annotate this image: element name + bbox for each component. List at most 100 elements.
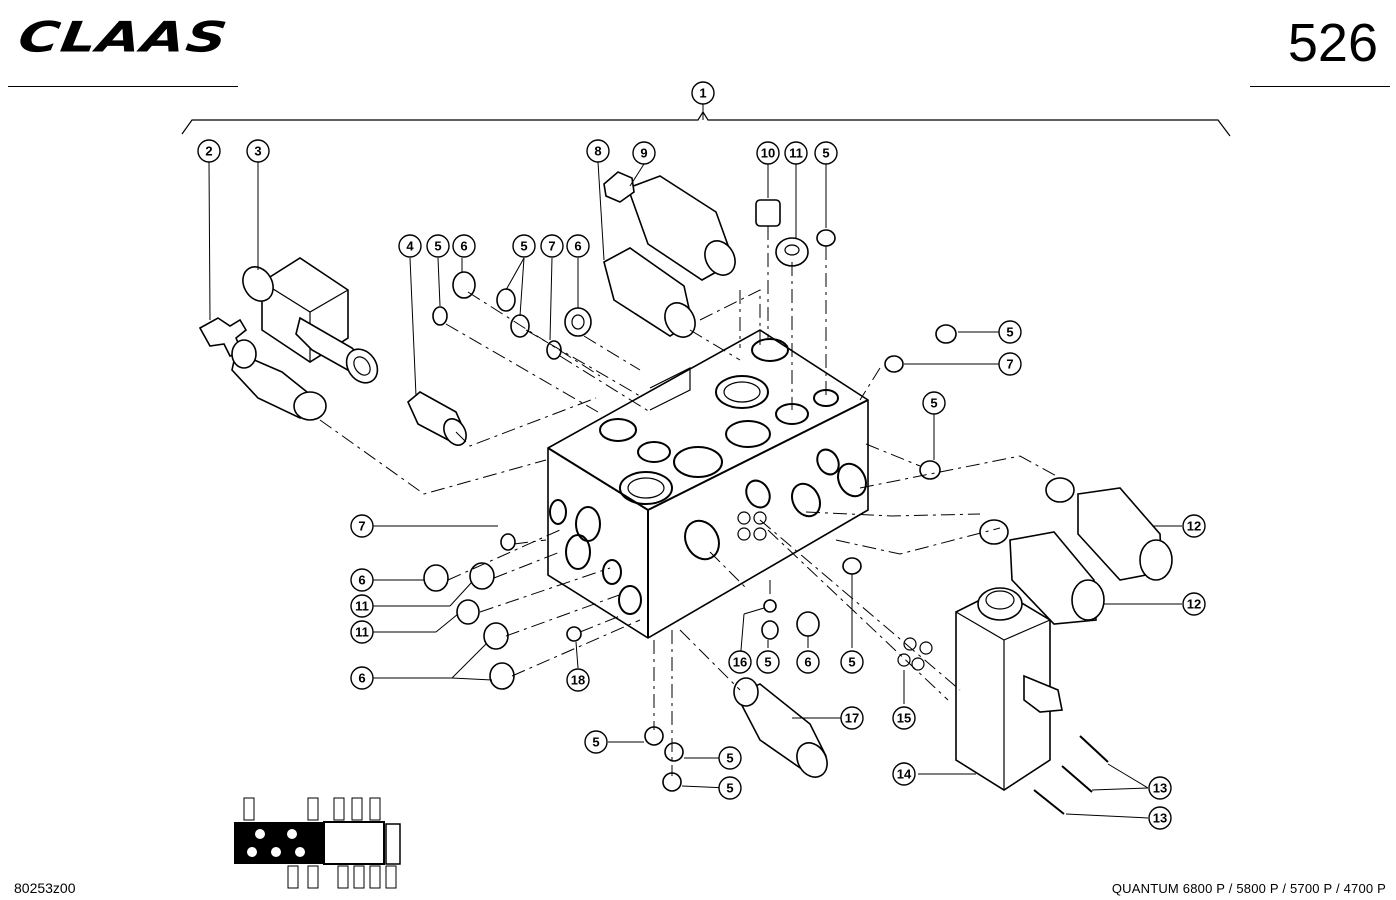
callout-14: 14 bbox=[892, 762, 916, 786]
callout-circle bbox=[197, 139, 221, 163]
pressure-valve-8-9 bbox=[603, 171, 736, 338]
seals-top bbox=[755, 199, 836, 267]
callout-5: 5 bbox=[426, 234, 450, 258]
assembly-lines bbox=[319, 226, 1061, 776]
callout-circle bbox=[922, 391, 946, 415]
callout-9: 9 bbox=[632, 141, 656, 165]
callout-5: 5 bbox=[584, 730, 608, 754]
callout-8: 8 bbox=[586, 139, 610, 163]
callout-13: 13 bbox=[1148, 806, 1172, 830]
callout-17: 17 bbox=[840, 706, 864, 730]
callout-circle bbox=[1182, 514, 1206, 538]
callout-circle bbox=[892, 706, 916, 730]
callout-label: 6 bbox=[574, 239, 581, 254]
plugs-right bbox=[842, 324, 957, 575]
callout-circle bbox=[998, 352, 1022, 376]
callout-label: 6 bbox=[358, 671, 365, 686]
callout-circle bbox=[814, 141, 838, 165]
callout-label: 4 bbox=[406, 239, 414, 254]
callout-circle bbox=[426, 234, 450, 258]
callout-circle bbox=[350, 568, 374, 592]
callout-4: 4 bbox=[398, 234, 422, 258]
callout-circle bbox=[998, 320, 1022, 344]
callout-12: 12 bbox=[1182, 514, 1206, 538]
callout-label: 1 bbox=[699, 86, 706, 101]
drawing-id: 80253z00 bbox=[14, 880, 76, 896]
callout-label: 5 bbox=[764, 655, 771, 670]
callout-6: 6 bbox=[452, 234, 476, 258]
callout-1: 1 bbox=[691, 81, 715, 105]
callout-circle bbox=[1148, 806, 1172, 830]
callout-13: 13 bbox=[1148, 776, 1172, 800]
header-rule-right bbox=[1250, 86, 1390, 87]
callout-5: 5 bbox=[512, 234, 536, 258]
callout-16: 16 bbox=[728, 650, 752, 674]
callout-label: 9 bbox=[640, 146, 647, 161]
callout-label: 10 bbox=[761, 146, 775, 161]
page-number: 526 bbox=[1287, 13, 1378, 73]
plugs-left-bottom bbox=[423, 533, 820, 792]
callout-circle bbox=[840, 650, 864, 674]
machine-location-thumbnail bbox=[234, 797, 401, 889]
callout-11: 11 bbox=[350, 594, 374, 618]
callout-circle bbox=[718, 776, 742, 800]
callout-5: 5 bbox=[814, 141, 838, 165]
callout-18: 18 bbox=[566, 668, 590, 692]
callout-5: 5 bbox=[922, 391, 946, 415]
callout-circle bbox=[632, 141, 656, 165]
callout-circle bbox=[784, 141, 808, 165]
callout-label: 12 bbox=[1187, 597, 1201, 612]
callout-label: 5 bbox=[1006, 325, 1013, 340]
callout-circle bbox=[452, 234, 476, 258]
callout-circle bbox=[350, 514, 374, 538]
callout-2: 2 bbox=[197, 139, 221, 163]
callout-circle bbox=[246, 139, 270, 163]
callout-label: 5 bbox=[848, 655, 855, 670]
callout-circle bbox=[718, 746, 742, 770]
callout-label: 7 bbox=[548, 239, 555, 254]
callout-circle bbox=[540, 234, 564, 258]
callout-circle bbox=[892, 762, 916, 786]
callout-circle bbox=[691, 81, 715, 105]
callout-circle bbox=[566, 234, 590, 258]
callout-5: 5 bbox=[718, 746, 742, 770]
callout-6: 6 bbox=[350, 568, 374, 592]
callout-label: 5 bbox=[434, 239, 441, 254]
callout-label: 2 bbox=[205, 144, 212, 159]
callout-7: 7 bbox=[350, 514, 374, 538]
callout-label: 12 bbox=[1187, 519, 1201, 534]
callout-label: 6 bbox=[358, 573, 365, 588]
callout-label: 17 bbox=[845, 711, 859, 726]
callout-label: 5 bbox=[822, 146, 829, 161]
callout-circle bbox=[1148, 776, 1172, 800]
callout-circle bbox=[350, 620, 374, 644]
callout-label: 13 bbox=[1153, 811, 1167, 826]
callout-circle bbox=[840, 706, 864, 730]
callout-label: 5 bbox=[726, 751, 733, 766]
callout-circle bbox=[756, 650, 780, 674]
callout-label: 3 bbox=[254, 144, 261, 159]
callout-circle bbox=[350, 594, 374, 618]
callout-circle bbox=[584, 730, 608, 754]
callout-6: 6 bbox=[350, 666, 374, 690]
callout-label: 7 bbox=[1006, 357, 1013, 372]
callout-label: 11 bbox=[355, 625, 369, 640]
callout-11: 11 bbox=[784, 141, 808, 165]
cartridge-17 bbox=[733, 677, 828, 778]
callout-label: 16 bbox=[733, 655, 747, 670]
callout-circle bbox=[566, 668, 590, 692]
callout-circle bbox=[796, 650, 820, 674]
cartridge-valve-4 bbox=[407, 391, 467, 446]
callout-5: 5 bbox=[840, 650, 864, 674]
callout-5: 5 bbox=[756, 650, 780, 674]
callout-circle bbox=[586, 139, 610, 163]
callout-label: 5 bbox=[726, 781, 733, 796]
callout-label: 11 bbox=[789, 146, 803, 161]
valve-block bbox=[547, 329, 869, 639]
screws-13 bbox=[1033, 735, 1109, 815]
callout-label: 6 bbox=[460, 239, 467, 254]
callout-5: 5 bbox=[998, 320, 1022, 344]
callout-label: 8 bbox=[594, 144, 601, 159]
